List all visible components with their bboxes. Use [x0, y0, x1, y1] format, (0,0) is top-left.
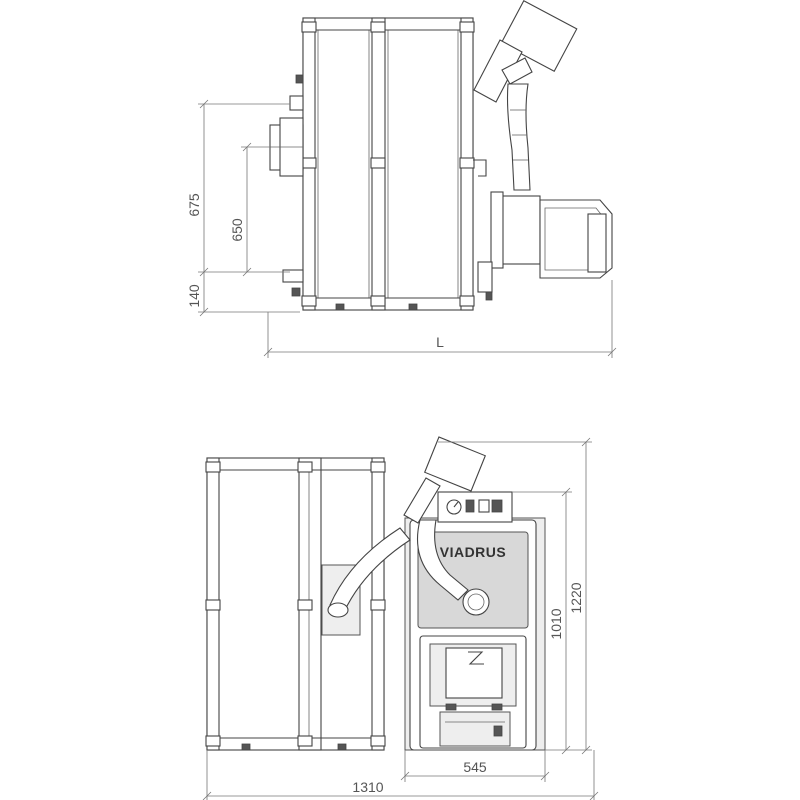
- front-feeder-box: [423, 436, 487, 492]
- brand-logo-text: VIADRUS: [440, 544, 507, 560]
- frame-brackets: [301, 21, 475, 311]
- dim-650-label: 650: [229, 218, 245, 242]
- dim-1220-label: 1220: [568, 582, 584, 613]
- dim-545-label: 545: [463, 759, 487, 775]
- dim-L-label: L: [436, 334, 444, 350]
- dim-140-label: 140: [186, 284, 202, 308]
- top-view-dimensions: [198, 99, 617, 358]
- dim-1310-label: 1310: [352, 779, 383, 795]
- ash-pan-door: [439, 711, 511, 747]
- front-frame-brackets: [205, 461, 386, 751]
- burner-cover: [445, 647, 503, 699]
- top-view: 675 650 140 L: [186, 0, 617, 358]
- dim-1010-label: 1010: [548, 608, 564, 639]
- front-view-dimensions: [202, 437, 599, 800]
- upper-door: [417, 531, 529, 629]
- front-view: VIADRUS: [202, 436, 599, 800]
- flue-connection: [269, 74, 304, 297]
- gauge-icon: [462, 588, 490, 616]
- dim-675-label: 675: [186, 193, 202, 217]
- flexible-hose: [329, 527, 411, 613]
- feeder-motor-box: [500, 0, 578, 73]
- auger-and-burner: [473, 0, 613, 301]
